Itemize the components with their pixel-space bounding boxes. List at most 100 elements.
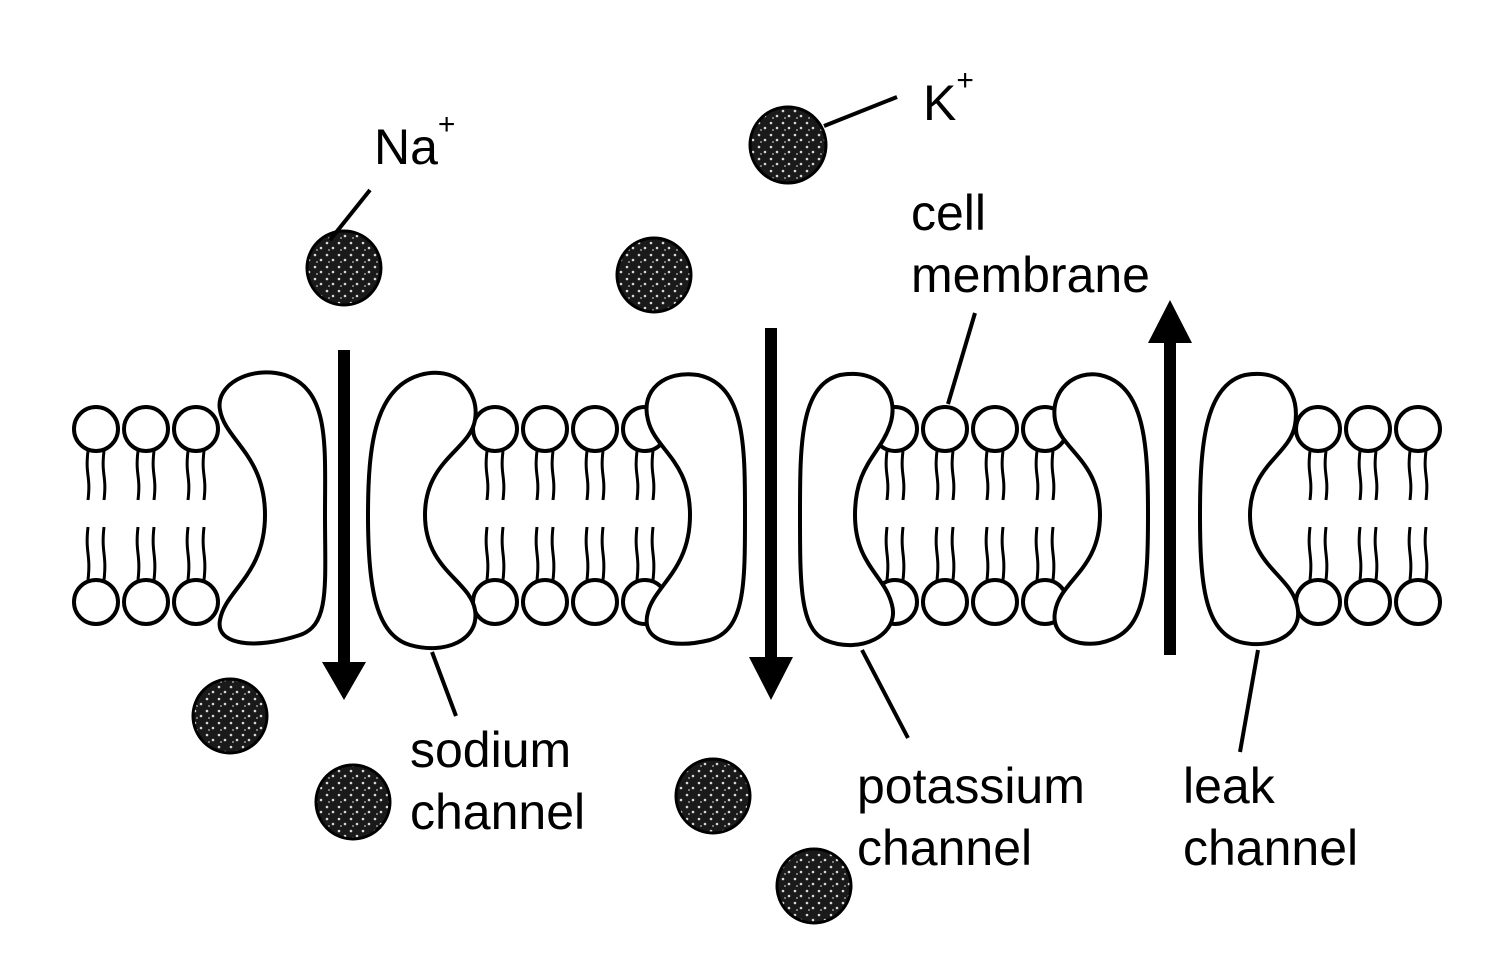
leak-channel-right-protein bbox=[1197, 371, 1301, 647]
phospholipid-head bbox=[1294, 578, 1342, 626]
lipid-tail bbox=[151, 450, 157, 501]
lipid-tail bbox=[101, 450, 107, 501]
potassium-ion-charge: + bbox=[956, 64, 974, 97]
phospholipid-head bbox=[471, 578, 519, 626]
potassium-channel-label-line2: channel bbox=[857, 820, 1033, 876]
phospholipid-head bbox=[1294, 405, 1342, 453]
leak-channel-label-line2: channel bbox=[1183, 820, 1359, 876]
lipid-tail bbox=[185, 450, 191, 501]
sodium-channel-label: sodium channel bbox=[410, 719, 585, 843]
lipid-tail bbox=[484, 450, 490, 501]
leak-channel-leader-line bbox=[1238, 649, 1260, 753]
lipid-tail bbox=[1000, 450, 1006, 501]
leak-channel-label: leak channel bbox=[1183, 755, 1358, 879]
lipid-tail bbox=[1357, 450, 1363, 501]
potassium-ion-symbol: K bbox=[923, 75, 957, 131]
cell-membrane-leader-line bbox=[946, 312, 977, 405]
leak-flow-arrow-shaft bbox=[1164, 335, 1176, 655]
potassium-channel-label-line1: potassium bbox=[857, 758, 1085, 814]
lipid-tail bbox=[1307, 526, 1313, 581]
leak-channel-left-protein bbox=[1052, 372, 1151, 646]
lipid-tail bbox=[550, 526, 556, 581]
phospholipid-head bbox=[122, 578, 170, 626]
lipid-tail bbox=[950, 450, 956, 501]
lipid-tail bbox=[151, 526, 157, 581]
lipid-tail bbox=[634, 526, 640, 581]
lipid-tail bbox=[1307, 450, 1313, 501]
lipid-tail bbox=[1050, 450, 1056, 501]
lipid-tail bbox=[1357, 526, 1363, 581]
lipid-tail bbox=[85, 526, 91, 581]
ion-inside bbox=[191, 677, 269, 755]
lipid-tail bbox=[650, 450, 656, 501]
lipid-tail bbox=[1373, 450, 1379, 501]
lipid-tail bbox=[1323, 526, 1329, 581]
potassium-flow-arrow-head bbox=[749, 657, 793, 700]
sodium-ion-label: Na+ bbox=[374, 110, 455, 178]
lipid-tail bbox=[1050, 526, 1056, 581]
lipid-tail bbox=[884, 526, 890, 581]
lipid-tail bbox=[600, 450, 606, 501]
lipid-tail bbox=[185, 526, 191, 581]
lipid-tail bbox=[201, 526, 207, 581]
phospholipid-head bbox=[921, 405, 969, 453]
potassium-ion-label: K+ bbox=[923, 66, 974, 134]
phospholipid-head bbox=[521, 578, 569, 626]
sodium-flow-arrow-shaft bbox=[338, 350, 350, 670]
phospholipid-head bbox=[921, 578, 969, 626]
phospholipid-head bbox=[172, 405, 220, 453]
lipid-tail bbox=[1034, 450, 1040, 501]
lipid-tail bbox=[101, 526, 107, 581]
phospholipid-head bbox=[1344, 405, 1392, 453]
lipid-tail bbox=[1323, 450, 1329, 501]
sodium-ion bbox=[305, 229, 383, 307]
lipid-tail bbox=[950, 526, 956, 581]
sodium-channel-right-protein bbox=[365, 370, 478, 651]
ion-inside bbox=[674, 757, 752, 835]
ions bbox=[191, 105, 853, 925]
cell-membrane-label-line1: cell bbox=[911, 185, 987, 241]
lipid-tail bbox=[584, 526, 590, 581]
sodium-ion-charge: + bbox=[437, 108, 456, 141]
phospholipid-head bbox=[571, 578, 619, 626]
phospholipid-head bbox=[1394, 578, 1442, 626]
sodium-ion-symbol: Na bbox=[374, 119, 438, 175]
lipid-tail bbox=[534, 526, 540, 581]
sodium-channel-leader-line bbox=[430, 651, 458, 717]
lipid-tail bbox=[900, 526, 906, 581]
phospholipid-head bbox=[471, 405, 519, 453]
phospholipid-head bbox=[172, 578, 220, 626]
lipid-tail bbox=[984, 526, 990, 581]
lipid-tail bbox=[1407, 450, 1413, 501]
phospholipid-head bbox=[571, 405, 619, 453]
lipid-tail bbox=[1373, 526, 1379, 581]
lipid-tail bbox=[484, 526, 490, 581]
lipid-tail bbox=[584, 450, 590, 501]
phospholipid-head bbox=[521, 405, 569, 453]
lipid-tail bbox=[984, 450, 990, 501]
leak-flow-arrow-head bbox=[1148, 300, 1192, 343]
lipid-tail bbox=[900, 450, 906, 501]
phospholipid-head bbox=[72, 578, 120, 626]
lipid-tail bbox=[1034, 526, 1040, 581]
sodium-ion-leader-line bbox=[328, 188, 372, 242]
lipid-tail bbox=[550, 450, 556, 501]
phospholipid-head bbox=[971, 405, 1019, 453]
cell-membrane-label-line2: membrane bbox=[911, 247, 1150, 303]
sodium-channel-left-protein bbox=[217, 370, 328, 646]
leak-channel-label-line1: leak bbox=[1183, 758, 1275, 814]
leader-lines bbox=[328, 95, 1260, 753]
potassium-flow-arrow-shaft bbox=[765, 328, 777, 663]
lipid-tail bbox=[500, 450, 506, 501]
lipid-tail bbox=[934, 450, 940, 501]
lipid-tail bbox=[201, 450, 207, 501]
potassium-channel-left-protein bbox=[644, 372, 747, 646]
lipid-tail bbox=[1423, 450, 1429, 501]
lipid-tail bbox=[135, 526, 141, 581]
potassium-ion-leader-line bbox=[823, 95, 898, 128]
cell-membrane-label: cell membrane bbox=[911, 182, 1150, 306]
potassium-channel-right-protein bbox=[798, 371, 896, 647]
sodium-channel-label-line1: sodium bbox=[410, 722, 572, 778]
channel-proteins bbox=[217, 370, 1301, 651]
